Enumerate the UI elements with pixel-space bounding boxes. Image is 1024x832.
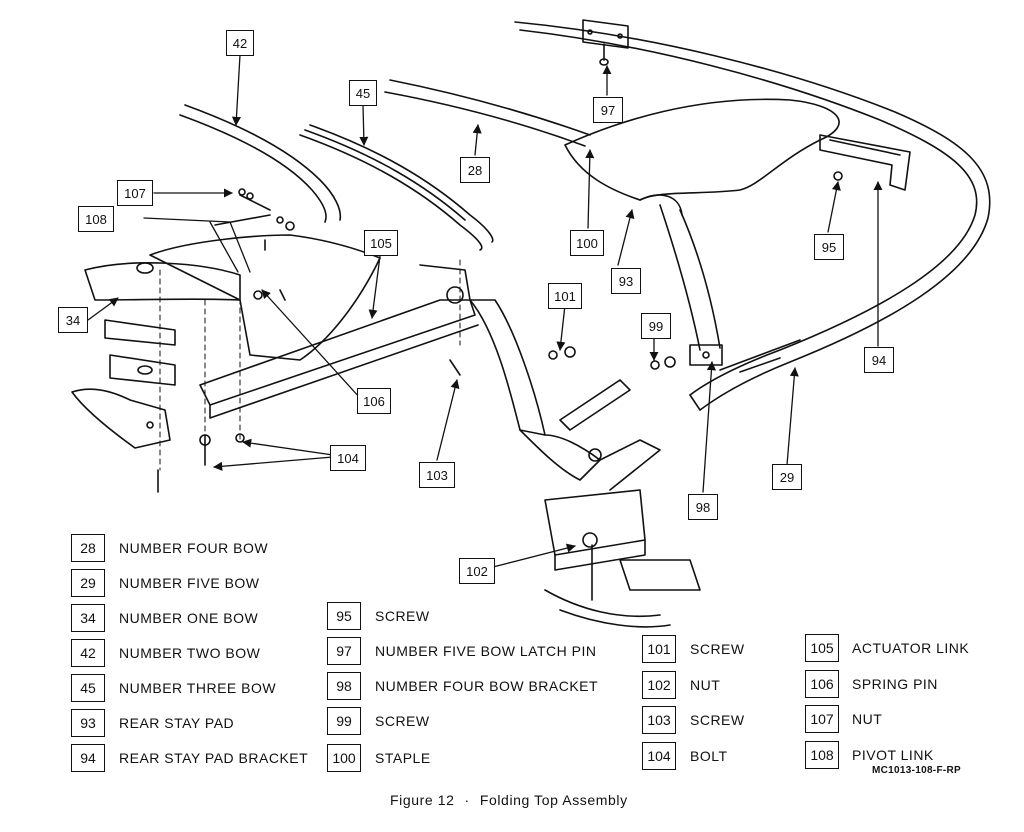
- legend-number: 101: [642, 635, 676, 663]
- figure-number: Figure 12: [390, 792, 455, 808]
- number-five-bow: [514, 21, 991, 411]
- legend-label: REAR STAY PAD BRACKET: [119, 750, 309, 766]
- callout-103: 103: [419, 462, 455, 488]
- legend-label: NUMBER FOUR BOW BRACKET: [375, 678, 599, 694]
- legend-number: 94: [71, 744, 105, 772]
- number-three-bow: [299, 124, 494, 251]
- number-two-bow: [179, 104, 342, 223]
- number-one-bow: [71, 262, 241, 449]
- callout-34: 34: [58, 307, 88, 333]
- callout-105: 105: [364, 230, 398, 256]
- callout-102: 102: [459, 558, 495, 584]
- legend-label: REAR STAY PAD: [119, 715, 235, 731]
- legend-number: 106: [805, 670, 839, 698]
- legend-number: 108: [805, 741, 839, 769]
- legend-number: 42: [71, 639, 105, 667]
- callout-28: 28: [460, 157, 490, 183]
- callout-107: 107: [117, 180, 153, 206]
- callout-101: 101: [548, 283, 582, 309]
- legend-number: 97: [327, 637, 361, 665]
- legend-label: SCREW: [375, 713, 430, 729]
- legend-number: 107: [805, 705, 839, 733]
- legend-number: 104: [642, 742, 676, 770]
- callout-95: 95: [814, 234, 844, 260]
- legend-number: 99: [327, 707, 361, 735]
- legend-number: 28: [71, 534, 105, 562]
- side-rail: [199, 264, 479, 419]
- rear-stay-strap: [659, 204, 723, 366]
- legend-label: STAPLE: [375, 750, 431, 766]
- legend-label: SPRING PIN: [852, 676, 938, 692]
- legend-label: BOLT: [690, 748, 728, 764]
- legend-label: NUMBER TWO BOW: [119, 645, 261, 661]
- legend-number: 100: [327, 744, 361, 772]
- hinge-base: [544, 439, 661, 601]
- callout-108: 108: [78, 206, 114, 232]
- legend-number: 93: [71, 709, 105, 737]
- callout-93: 93: [611, 268, 641, 294]
- figure-code: MC1013-108-F-RP: [872, 765, 961, 776]
- assembly-centerlines: [159, 259, 593, 601]
- latch-pin-plate: [582, 19, 629, 66]
- legend-label: SCREW: [690, 641, 745, 657]
- legend-label: ACTUATOR LINK: [852, 640, 970, 656]
- legend-label: SCREW: [375, 608, 430, 624]
- rear-stay-pad-bracket: [819, 134, 911, 191]
- callout-98: 98: [688, 494, 718, 520]
- callout-104: 104: [330, 445, 366, 471]
- legend-label: NUMBER THREE BOW: [119, 680, 277, 696]
- legend-label: PIVOT LINK: [852, 747, 934, 763]
- callout-94: 94: [864, 347, 894, 373]
- headliner-panel: [149, 234, 381, 361]
- legend-number: 45: [71, 674, 105, 702]
- legend-label: NUMBER FOUR BOW: [119, 540, 269, 556]
- legend-number: 98: [327, 672, 361, 700]
- number-four-bow: [384, 79, 591, 147]
- legend-number: 95: [327, 602, 361, 630]
- floor-pan: [544, 559, 701, 628]
- figure-caption: Figure 12 · Folding Top Assembly: [390, 792, 628, 808]
- leader-lines: [87, 54, 883, 568]
- main-pivot-arm: [469, 299, 631, 481]
- figure-title: Folding Top Assembly: [479, 792, 628, 808]
- legend-number: 29: [71, 569, 105, 597]
- legend-label: NUMBER FIVE BOW LATCH PIN: [375, 643, 597, 659]
- legend-number: 103: [642, 706, 676, 734]
- legend-label: NUMBER ONE BOW: [119, 610, 259, 626]
- callout-99: 99: [641, 313, 671, 339]
- legend-number: 102: [642, 671, 676, 699]
- legend-label: SCREW: [690, 712, 745, 728]
- callout-97: 97: [593, 97, 623, 123]
- legend-label: NUT: [852, 711, 883, 727]
- legend-number: 34: [71, 604, 105, 632]
- callout-29: 29: [772, 464, 802, 490]
- legend-label: NUMBER FIVE BOW: [119, 575, 260, 591]
- callout-45: 45: [349, 80, 377, 106]
- legend-label: NUT: [690, 677, 721, 693]
- callout-100: 100: [570, 230, 604, 256]
- caption-separator: ·: [464, 792, 470, 808]
- callout-106: 106: [357, 388, 391, 414]
- legend-number: 105: [805, 634, 839, 662]
- callout-42: 42: [226, 30, 254, 56]
